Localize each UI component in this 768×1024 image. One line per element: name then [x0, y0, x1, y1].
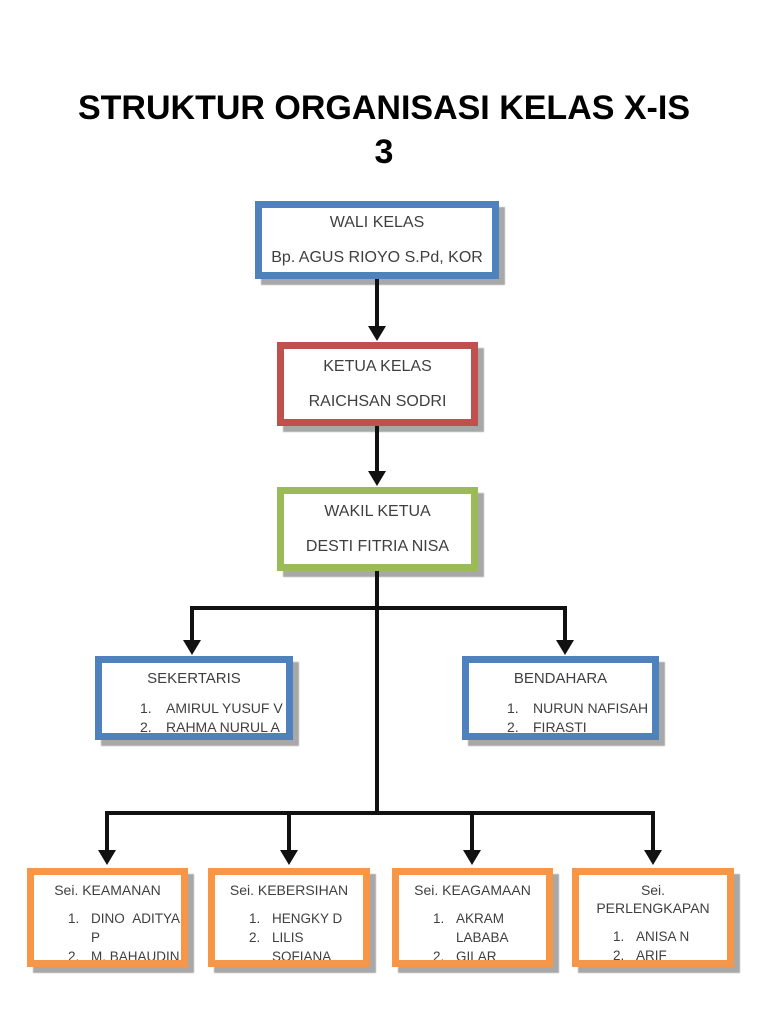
member-name: AKRAM LABABA — [456, 911, 509, 945]
connector-line — [375, 426, 379, 473]
member-name: DINO ADITYA P — [91, 911, 181, 945]
connector-line — [651, 811, 655, 851]
node-title: Sei. KEAGAMAAN — [414, 882, 531, 898]
node-sei-perlengkapan: Sei. PERLENGKAPAN 1. ANISA N 2. ARIF — [572, 868, 734, 967]
item-number: 1. — [613, 929, 625, 944]
item-number: 1. — [68, 911, 80, 926]
node-title: Sei. PERLENGKAPAN — [596, 882, 710, 916]
connector-line — [105, 811, 655, 815]
item-number: 2. — [140, 719, 152, 735]
node-title: WAKIL KETUA — [324, 502, 431, 520]
member-name: LILIS SOFIANA — [272, 930, 332, 964]
list-item: 1. AKRAM LABABA — [433, 909, 546, 947]
member-name: RAHMA NURUL A — [166, 719, 280, 735]
node-ketua-kelas: KETUA KELAS RAICHSAN SODRI — [277, 342, 478, 426]
connector-line — [105, 811, 109, 851]
member-name: FIRASTI — [533, 719, 587, 735]
member-list: 1. AKRAM LABABA 2. GILAR — [399, 909, 546, 964]
connector-line — [287, 811, 291, 851]
list-item: 2. LILIS SOFIANA — [249, 928, 363, 964]
item-number: 2. — [249, 930, 261, 945]
member-list: 1. ANISA N 2. ARIF — [579, 927, 727, 963]
connector-line — [190, 606, 567, 610]
connector-line — [375, 571, 379, 815]
item-number: 2. — [68, 949, 80, 964]
list-item: 2. M. BAHAUDIN — [68, 947, 181, 964]
member-name: HENGKY D — [272, 911, 343, 926]
list-item: 2. ARIF — [613, 946, 727, 963]
node-person: Bp. AGUS RIOYO S.Pd, KOR — [271, 248, 483, 266]
member-name: ARIF — [636, 948, 667, 963]
member-name: AMIRUL YUSUF V — [166, 700, 283, 716]
node-sei-keagamaan: Sei. KEAGAMAAN 1. AKRAM LABABA 2. GILAR — [392, 868, 553, 967]
item-number: 2. — [433, 949, 445, 964]
node-title: SEKERTARIS — [147, 670, 241, 687]
arrow-down-icon — [98, 850, 116, 865]
node-bendahara: BENDAHARA 1. NURUN NAFISAH 2. FIRASTI — [462, 656, 659, 740]
member-list: 1. NURUN NAFISAH 2. FIRASTI — [469, 699, 652, 735]
list-item: 2. GILAR — [433, 947, 546, 964]
node-sei-kebersihan: Sei. KEBERSIHAN 1. HENGKY D 2. LILIS SOF… — [208, 868, 370, 967]
arrow-down-icon — [368, 471, 386, 486]
connector-line — [375, 279, 379, 328]
node-title: Sei. KEBERSIHAN — [229, 882, 349, 898]
member-list: 1. AMIRUL YUSUF V 2. RAHMA NURUL A — [102, 699, 286, 735]
member-list: 1. HENGKY D 2. LILIS SOFIANA — [215, 909, 363, 964]
member-name: M. BAHAUDIN — [91, 949, 180, 964]
arrow-down-icon — [368, 326, 386, 341]
node-person: DESTI FITRIA NISA — [305, 537, 450, 555]
member-name: GILAR — [456, 949, 497, 964]
item-number: 1. — [140, 700, 152, 716]
list-item: 1. AMIRUL YUSUF V — [140, 699, 286, 718]
node-title: WALI KELAS — [329, 213, 425, 231]
list-item: 1. NURUN NAFISAH — [507, 699, 652, 718]
node-title: Sei. KEAMANAN — [54, 882, 161, 898]
member-name: NURUN NAFISAH — [533, 700, 649, 716]
item-number: 2. — [613, 948, 625, 963]
list-item: 2. RAHMA NURUL A — [140, 718, 286, 735]
member-list: 1. DINO ADITYA P 2. M. BAHAUDIN — [34, 909, 181, 964]
connector-line — [190, 606, 194, 642]
item-number: 2. — [507, 719, 519, 735]
arrow-down-icon — [280, 850, 298, 865]
node-title: BENDAHARA — [513, 670, 608, 687]
item-number: 1. — [249, 911, 261, 926]
node-sei-keamanan: Sei. KEAMANAN 1. DINO ADITYA P 2. M. BAH… — [27, 868, 188, 967]
arrow-down-icon — [644, 850, 662, 865]
list-item: 2. FIRASTI — [507, 718, 652, 735]
connector-line — [470, 811, 474, 851]
node-title: KETUA KELAS — [323, 357, 432, 375]
node-wali-kelas: WALI KELAS Bp. AGUS RIOYO S.Pd, KOR — [255, 201, 499, 279]
arrow-down-icon — [463, 850, 481, 865]
arrow-down-icon — [556, 640, 574, 655]
node-person: RAICHSAN SODRI — [308, 392, 447, 410]
list-item: 1. HENGKY D — [249, 909, 363, 928]
node-wakil-ketua: WAKIL KETUA DESTI FITRIA NISA — [277, 487, 478, 571]
arrow-down-icon — [183, 640, 201, 655]
page-title: STRUKTUR ORGANISASI KELAS X-IS 3 — [77, 89, 691, 172]
node-sekertaris: SEKERTARIS 1. AMIRUL YUSUF V 2. RAHMA NU… — [95, 656, 293, 740]
item-number: 1. — [433, 911, 445, 926]
list-item: 1. ANISA N — [613, 927, 727, 946]
item-number: 1. — [507, 700, 519, 716]
connector-line — [563, 606, 567, 642]
member-name: ANISA N — [636, 929, 690, 944]
list-item: 1. DINO ADITYA P — [68, 909, 181, 947]
